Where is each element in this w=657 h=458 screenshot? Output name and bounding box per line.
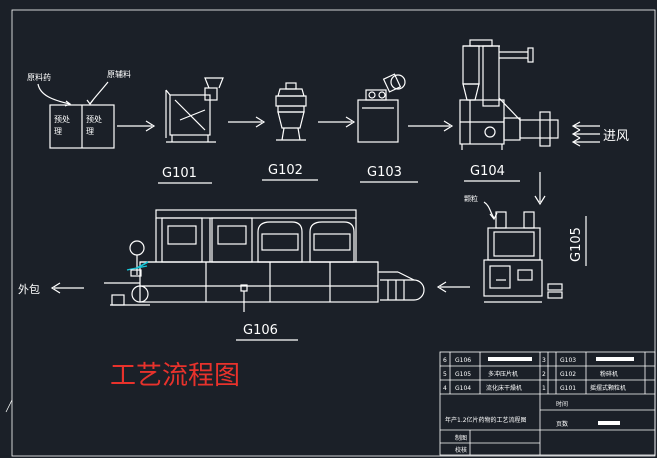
tb-row1-name-right-fill: [596, 357, 634, 361]
auxiliary-material-label: 原辅料: [107, 69, 131, 79]
raw-material-arrow: [37, 83, 71, 105]
tb-drawing-name: 年产1.2亿片药物的工艺流程图: [445, 416, 527, 424]
granule-label: 颗粒: [464, 194, 478, 203]
pretreatment-label-left: 预处: [54, 114, 70, 124]
g102-pulverizer-icon: [275, 82, 307, 141]
g102-label: G102: [268, 163, 303, 178]
tb-row3-name-left: 流化床干燥机: [486, 384, 522, 392]
tb-row1-num-left: 6: [443, 357, 447, 364]
tb-row3-num-right: 1: [542, 385, 546, 392]
tb-row2-name-left: 多冲压片机: [488, 370, 518, 378]
g105-tablet-press-icon: [483, 211, 563, 303]
svg-text:理: 理: [86, 127, 94, 136]
inlet-air-label: 进风: [603, 129, 629, 144]
diagram-title: 工艺流程图: [110, 361, 240, 391]
g104-label: G104: [470, 164, 505, 179]
tb-row2-code-right: G102: [560, 371, 576, 378]
tb-row1-name-left-fill: [488, 357, 532, 361]
g106-label: G106: [243, 323, 278, 338]
tb-row2-num-left: 5: [443, 371, 447, 378]
tb-page-label: 页数: [556, 420, 568, 428]
inlet-air-arrows: [571, 121, 600, 147]
tb-row2-name-right: 粉碎机: [600, 370, 618, 378]
tb-row3-code-left: G104: [455, 385, 471, 392]
g103-mixer-icon: [357, 73, 406, 143]
tb-row1-code-left: G106: [455, 357, 471, 364]
g103-label: G103: [367, 165, 402, 180]
pretreatment-label-right: 预处: [86, 114, 102, 124]
g106-coating-line-icon: [104, 209, 425, 312]
tb-row1-num-right: 3: [542, 357, 546, 364]
outer-pack-label: 外包: [18, 283, 40, 296]
tb-page-value-fill: [598, 421, 620, 425]
tb-row2-code-left: G105: [455, 371, 471, 378]
g101-swing-granulator-icon: [165, 77, 224, 143]
tb-row3-name-right: 摇摆式颗粒机: [590, 384, 626, 392]
tb-row3-code-right: G101: [560, 385, 576, 392]
svg-text:理: 理: [54, 127, 62, 136]
tb-draw-label: 制图: [455, 434, 467, 442]
g104-fluid-bed-dryer-icon: [459, 39, 559, 150]
tb-row1-code-right: G103: [560, 357, 576, 364]
tb-time-label: 时间: [556, 400, 568, 408]
title-block: 6 G106 3 G103 5 G105 多冲压片机 2 G102 粉碎机 4 …: [439, 351, 656, 456]
raw-material-label: 原料药: [27, 72, 51, 82]
drawing-frame: [11, 9, 656, 457]
tb-row3-num-left: 4: [443, 385, 447, 392]
g105-label: G105: [569, 227, 584, 262]
tb-row2-num-right: 2: [542, 371, 546, 378]
tb-check-label: 校核: [455, 446, 467, 454]
g101-label: G101: [162, 166, 197, 181]
